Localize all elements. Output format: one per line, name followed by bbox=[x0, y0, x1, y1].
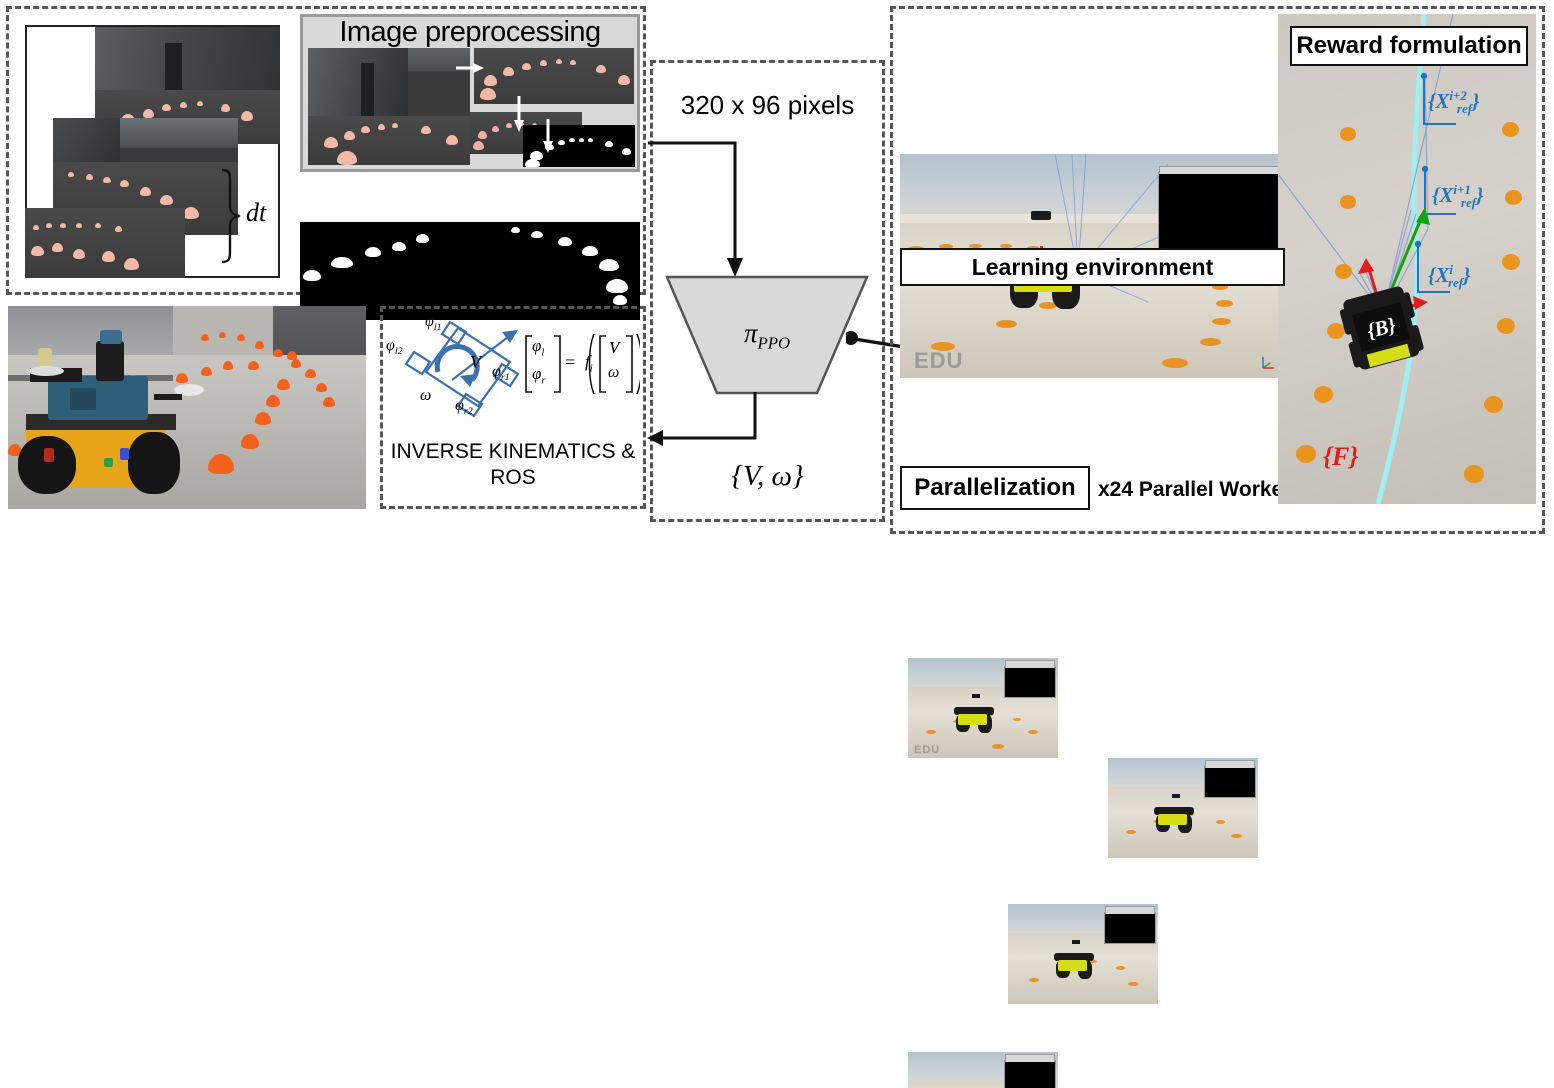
parallel-workers-label: x24 Parallel Workers bbox=[1098, 478, 1304, 501]
inverse-kinematics-panel bbox=[380, 306, 646, 509]
reward-robot: {B} bbox=[1339, 279, 1425, 374]
simulation-panel bbox=[890, 6, 1545, 534]
phi-l1-sub: l1 bbox=[433, 322, 442, 334]
parallel-worker-4: EDU bbox=[908, 1052, 1058, 1088]
kinematics-caption-line2: ROS bbox=[490, 466, 536, 489]
xref2-x: X bbox=[1435, 89, 1450, 113]
learning-environment-caption-text: Learning environment bbox=[971, 253, 1214, 280]
dt-brace bbox=[221, 168, 241, 264]
learning-environment-scene: EDU bbox=[900, 154, 1285, 378]
x-ref-i-plus-2-label: {Xi+2ref} bbox=[1428, 88, 1480, 117]
policy-output-label: {V, ω} bbox=[731, 460, 804, 492]
equation-rhs-bot: ω bbox=[608, 364, 620, 381]
dt-label: dt bbox=[246, 198, 267, 227]
binary-mask-image bbox=[300, 222, 640, 320]
phi-r1-sub: r1 bbox=[500, 372, 510, 384]
phi-dot-r1: φ bbox=[492, 363, 501, 380]
xref2-sub: ref bbox=[1456, 101, 1473, 117]
preprocess-arrow-down-1 bbox=[514, 96, 524, 132]
preprocess-arrow-down-2 bbox=[543, 119, 553, 153]
policy-input-label: 320 x 96 pixels bbox=[680, 90, 855, 120]
kinematics-caption-line1: INVERSE KINEMATICS & bbox=[390, 440, 636, 463]
sim-watermark: EDU bbox=[914, 348, 964, 373]
xref1-x: X bbox=[1439, 183, 1454, 207]
label-phi-r2: φr2 bbox=[455, 397, 473, 417]
parallel-worker-2 bbox=[1108, 758, 1258, 858]
preprocess-cropped-frame bbox=[474, 48, 634, 104]
equation-equals: = bbox=[565, 352, 576, 372]
camera-view-window bbox=[1158, 166, 1282, 260]
label-phi-r1: φr1 bbox=[492, 363, 510, 383]
phi-r-sym: φ bbox=[532, 364, 542, 383]
xref1-sub: ref bbox=[1460, 195, 1477, 211]
label-phi-l1: φ˙l1 bbox=[425, 308, 442, 334]
policy-panel bbox=[650, 60, 885, 522]
phi-dot-l2: φ bbox=[386, 337, 395, 354]
reward-formulation-scene: {B} {F} bbox=[1278, 14, 1536, 504]
input-frame-3 bbox=[25, 208, 185, 278]
phi-l-sym: φ bbox=[532, 336, 542, 355]
phi-l2-sub: l2 bbox=[394, 346, 403, 358]
equation-rhs-top: V bbox=[609, 338, 620, 357]
label-linear-velocity: V bbox=[470, 352, 481, 372]
ppo-policy-block bbox=[665, 275, 869, 395]
reward-formulation-title-text: Reward formulation bbox=[1296, 32, 1522, 59]
kinematics-diagram bbox=[404, 320, 520, 418]
parallel-worker-1: EDU bbox=[908, 658, 1058, 758]
image-preprocessing-title: Image preprocessing bbox=[339, 16, 601, 48]
xref0-sub: ref bbox=[1447, 275, 1464, 291]
phi-dot-l1: φ bbox=[425, 313, 434, 330]
preprocess-arrow-right bbox=[456, 63, 484, 73]
parallelization-caption-text: Parallelization bbox=[914, 474, 1076, 501]
x-ref-i-label: {Xiref} bbox=[1428, 262, 1471, 291]
ppo-subscript: PPO bbox=[757, 333, 791, 353]
phi-r2-sub: r2 bbox=[463, 406, 473, 418]
xref0-sup: i bbox=[1449, 262, 1453, 277]
ppo-policy-label: πPPO bbox=[662, 318, 872, 353]
x-ref-i-plus-1-label: {Xi+1ref} bbox=[1432, 182, 1484, 211]
policy-input-arrow bbox=[648, 141, 743, 277]
phi-l-sub: l bbox=[541, 347, 545, 359]
preprocess-raw-frame bbox=[308, 48, 470, 165]
fn-sub: i bbox=[589, 363, 593, 375]
preprocess-mask-small bbox=[523, 125, 635, 167]
phi-dot-r2: φ bbox=[455, 397, 464, 414]
parallel-worker-3 bbox=[1008, 904, 1158, 1004]
fn-sym: f bbox=[585, 352, 590, 371]
parallelization-caption: Parallelization bbox=[900, 466, 1090, 510]
label-angular-velocity: ω bbox=[420, 387, 432, 404]
fixed-frame-label: {F} bbox=[1323, 442, 1359, 471]
learning-environment-caption: Learning environment bbox=[900, 248, 1285, 286]
reward-formulation-title: Reward formulation bbox=[1290, 26, 1528, 66]
xref2-sup: i+2 bbox=[1449, 88, 1467, 103]
equation-lhs-top: φl bbox=[532, 336, 544, 358]
worker-watermark-1: EDU bbox=[914, 744, 941, 756]
kinematics-equation bbox=[525, 333, 640, 395]
phi-r-sub: r bbox=[541, 375, 546, 387]
equation-lhs-bot: φr bbox=[532, 364, 546, 386]
xref1-sup: i+1 bbox=[1453, 182, 1471, 197]
policy-output-arrow bbox=[647, 392, 757, 446]
equation-function: fi bbox=[585, 352, 593, 374]
real-robot-photo bbox=[8, 306, 366, 509]
label-phi-l2: φl2 bbox=[386, 337, 403, 357]
pi-symbol: π bbox=[743, 318, 758, 348]
xref0-x: X bbox=[1435, 263, 1450, 287]
